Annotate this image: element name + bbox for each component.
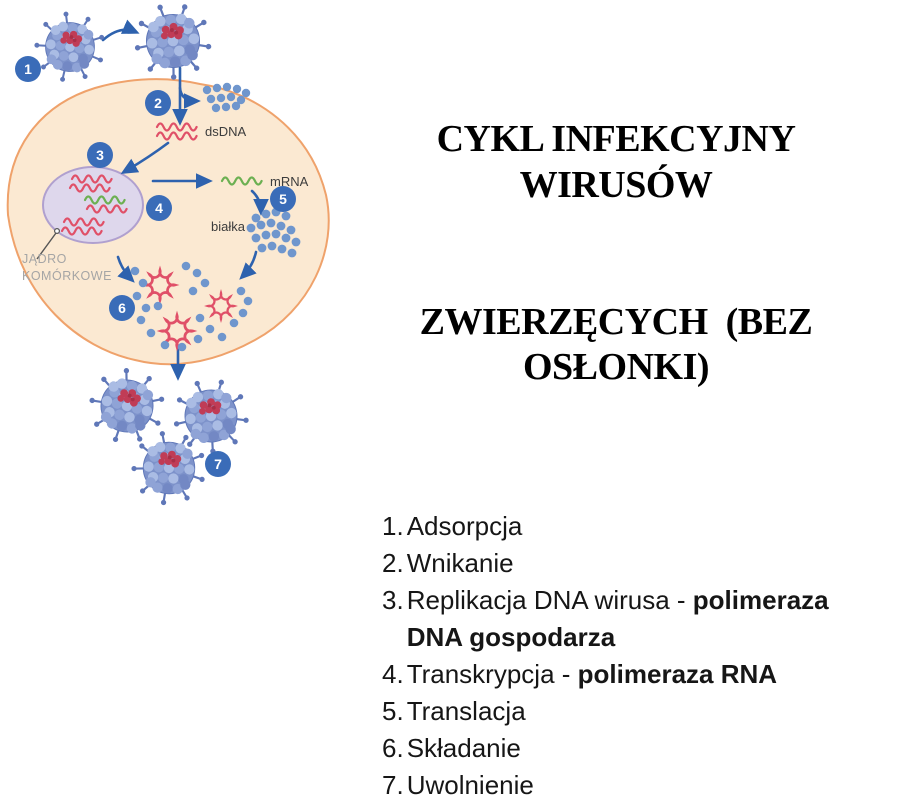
svg-text:3: 3: [96, 147, 104, 163]
infection-cycle-diagram: JĄDRO KOMÓRKOWE dsDNA mRNA: [6, 0, 330, 506]
uncoating-dots: [202, 82, 251, 113]
item-text: Uwolnienie: [406, 769, 534, 800]
item-text: Translacja: [406, 695, 526, 726]
svg-text:2: 2: [154, 95, 162, 111]
nucleus-pointer-line: [36, 232, 57, 260]
virion-penetrating: [129, 0, 216, 85]
item-text-normal: Transkrypcja -: [406, 658, 578, 689]
item-text: Składanie: [406, 732, 521, 763]
list-item-uwolnienie: 7. Uwolnienie: [382, 767, 892, 804]
svg-text:1: 1: [24, 61, 32, 77]
step-badge-1: 1: [15, 56, 41, 82]
item-number: 2.: [382, 547, 404, 578]
svg-text:7: 7: [214, 456, 222, 472]
arrow-uncoating: [178, 86, 201, 109]
item-text-normal: Replikacja DNA wirusa -: [406, 584, 693, 615]
nucleus-label-line2: KOMÓRKOWE: [22, 268, 112, 283]
steps-list: 1. Adsorpcja 2. Wnikanie 3. Replikacja D…: [382, 508, 892, 804]
svg-text:5: 5: [279, 191, 287, 207]
arrow-dna-to-assembly: [116, 255, 135, 283]
list-item-wnikanie: 2. Wnikanie: [382, 545, 892, 582]
title-line-2: ZWIERZĘCYCH (BEZ OSŁONKI): [419, 300, 822, 389]
item-number: 5.: [382, 695, 404, 726]
dsdna-label: dsDNA: [205, 124, 247, 139]
virion-attaching: [28, 6, 110, 88]
virion-released-1: [80, 360, 173, 453]
arrow-to-nucleus: [120, 141, 170, 174]
title-line-1: CYKL INFEKCYJNY WIRUSÓW: [436, 118, 804, 206]
nucleus-pointer-dot: [53, 228, 60, 235]
mrna-label: mRNA: [270, 174, 309, 189]
item-number: 7.: [382, 769, 404, 800]
step-badge-4: 4: [146, 195, 172, 221]
slide: JĄDRO KOMÓRKOWE dsDNA mRNA: [6, 0, 892, 800]
protein-dots: [246, 207, 301, 258]
item-text-bold: polimeraza RNA: [577, 658, 778, 689]
item-text: Wnikanie: [406, 547, 514, 578]
item-text-bold: polimeraza: [692, 584, 829, 615]
step-badge-6: 6: [109, 295, 135, 321]
svg-text:6: 6: [118, 300, 126, 316]
list-item-skladanie: 6. Składanie: [382, 730, 892, 767]
item-text: Adsorpcja: [406, 510, 523, 541]
cell-nucleus: [42, 166, 144, 244]
list-item-adsorpcja: 1. Adsorpcja: [382, 508, 892, 545]
list-item-transkrypcja: 4. Transkrypcja - polimeraza RNA: [382, 656, 892, 693]
svg-text:4: 4: [155, 200, 163, 216]
assembly-site: [130, 261, 253, 352]
step-badge-5: 5: [270, 186, 296, 212]
text-panel: CYKL INFEKCYJNY WIRUSÓW ZWIERZĘCYCH (BEZ…: [340, 0, 892, 800]
item-text-bold-line2: DNA gospodarza: [406, 621, 616, 652]
arrow-adsorption: [101, 19, 140, 42]
arrow-translation: [250, 189, 269, 216]
page-title: CYKL INFEKCYJNY WIRUSÓW ZWIERZĘCYCH (BEZ…: [340, 26, 892, 482]
nucleus-label-line1: JĄDRO: [22, 252, 67, 266]
item-number: 3.: [382, 584, 404, 615]
item-number: 6.: [382, 732, 404, 763]
arrow-proteins-to-assembly: [239, 250, 258, 280]
list-item-translacja: 5. Translacja: [382, 693, 892, 730]
step-badge-7: 7: [205, 451, 231, 477]
step-badge-2: 2: [145, 90, 171, 116]
proteins-label: białka: [211, 219, 246, 234]
item-text: Transkrypcja - polimeraza RNA: [407, 656, 777, 693]
item-number: 1.: [382, 510, 404, 541]
step-badge-3: 3: [87, 142, 113, 168]
flow-arrows: [101, 19, 269, 381]
item-number: 4.: [382, 658, 404, 689]
